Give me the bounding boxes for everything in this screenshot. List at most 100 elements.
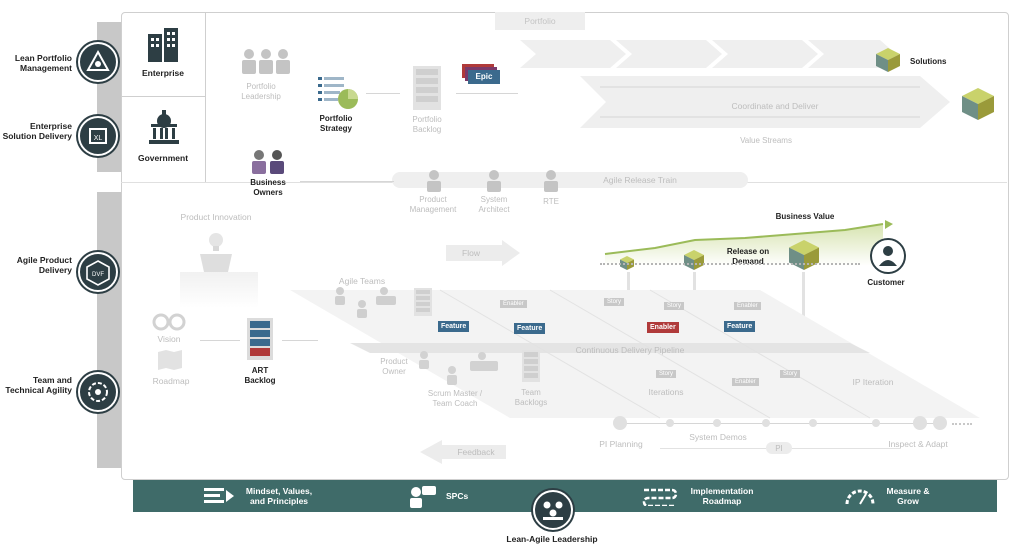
timeline-dot-3 bbox=[762, 419, 770, 427]
feature-badge-1: Feature bbox=[438, 321, 470, 332]
arrow-epic-streams bbox=[456, 93, 518, 94]
art-backlog-label: ART Backlog bbox=[244, 366, 276, 385]
art-label: Agile Release Train bbox=[603, 175, 677, 185]
mindset-label: Mindset, Values, and Principles bbox=[245, 486, 313, 506]
pi-label: PI bbox=[775, 444, 783, 453]
timeline-dot-5 bbox=[872, 419, 880, 427]
portfolio-backlog-icon bbox=[413, 66, 441, 110]
feature-badge-3: Feature bbox=[724, 321, 756, 332]
product-management-label: Product Management bbox=[409, 195, 457, 214]
roadmap-icon bbox=[158, 350, 182, 370]
enterprise-box bbox=[121, 12, 206, 97]
release-cube-large bbox=[789, 240, 819, 270]
svg-text:DVF: DVF bbox=[92, 272, 104, 278]
esd-icon: XL bbox=[78, 116, 118, 156]
portfolio-strategy-icon bbox=[318, 77, 358, 109]
flow-arrow bbox=[446, 240, 520, 266]
timeline-dot-4 bbox=[809, 419, 817, 427]
solutions-cube-large bbox=[962, 88, 994, 120]
arrow-vision-art bbox=[200, 340, 240, 341]
rte-label: RTE bbox=[543, 197, 559, 206]
enabler-small-3: Enabler bbox=[732, 378, 759, 386]
enterprise-icon bbox=[148, 28, 178, 62]
inspect-adapt-dot bbox=[913, 416, 927, 430]
agile-teams-icon bbox=[335, 287, 396, 318]
business-owners-label: Business Owners bbox=[250, 178, 286, 197]
enabler-small-2: Enabler bbox=[734, 302, 761, 310]
agile-teams-label: Agile Teams bbox=[338, 276, 386, 286]
story-small-2: Story bbox=[664, 302, 685, 310]
cdp-label: Continuous Delivery Pipeline bbox=[575, 345, 685, 355]
feedback-label: Feedback bbox=[457, 447, 495, 457]
business-value-label: Business Value bbox=[775, 212, 835, 221]
release-on-demand-label: Release on Demand bbox=[726, 247, 770, 266]
pi-play-end bbox=[933, 416, 947, 430]
release-dots-line bbox=[600, 263, 860, 265]
epic-badge: Epic bbox=[468, 70, 500, 84]
up-arrow-3 bbox=[802, 272, 805, 334]
tta-label: Team and Technical Agility bbox=[5, 375, 72, 395]
tta-icon bbox=[78, 372, 118, 412]
iterations-label: Iterations bbox=[648, 387, 684, 397]
product-innovation-label: Product Innovation bbox=[180, 212, 252, 222]
measure-label: Measure & Grow bbox=[886, 486, 930, 506]
portfolio-leadership-label: Portfolio Leadership bbox=[241, 82, 281, 101]
team-backlogs-icon bbox=[522, 350, 540, 382]
release-cube-medium bbox=[684, 250, 704, 270]
pi-planning-label: PI Planning bbox=[599, 439, 643, 449]
portfolio-backlog-label: Portfolio Backlog bbox=[412, 115, 442, 134]
enterprise-label: Enterprise bbox=[141, 68, 185, 78]
enabler-badge: Enabler bbox=[647, 322, 679, 333]
implementation-label: Implementation Roadmap bbox=[690, 486, 754, 506]
story-small-3: Story bbox=[656, 370, 677, 378]
esd-label: Enterprise Solution Delivery bbox=[2, 121, 72, 141]
apd-icon: DVF bbox=[78, 252, 118, 292]
lpm-icon bbox=[78, 42, 118, 82]
feature-badge-2: Feature bbox=[514, 323, 546, 334]
inspect-adapt-label: Inspect & Adapt bbox=[888, 439, 948, 449]
innovation-beam bbox=[180, 272, 258, 308]
arrow-strategy-backlog bbox=[366, 93, 400, 94]
system-demos-label: System Demos bbox=[689, 432, 747, 442]
art-band bbox=[392, 172, 748, 188]
timeline-dots-tail bbox=[952, 423, 972, 425]
product-management-icon bbox=[427, 170, 441, 192]
roadmap-label: Roadmap bbox=[152, 376, 190, 386]
rte-icon bbox=[544, 170, 558, 192]
product-owner-label: Product Owner bbox=[380, 357, 408, 376]
portfolio-label: Portfolio bbox=[524, 16, 556, 26]
solutions-label: Solutions bbox=[910, 57, 947, 66]
pi-pill bbox=[766, 442, 792, 454]
art-line bbox=[300, 181, 394, 182]
government-icon bbox=[149, 110, 179, 144]
team-backlogs-label: Team Backlogs bbox=[514, 388, 548, 407]
system-architect-label: System Architect bbox=[478, 195, 510, 214]
story-small-4: Story bbox=[780, 370, 801, 378]
customer-icon bbox=[870, 238, 906, 274]
story-small-1: Story bbox=[604, 298, 625, 306]
art-backlog-icon bbox=[247, 318, 273, 360]
spcs-label: SPCs bbox=[446, 491, 469, 501]
timeline-line bbox=[620, 423, 940, 424]
system-architect-icon bbox=[487, 170, 501, 192]
coordinate-label: Coordinate and Deliver bbox=[731, 101, 819, 111]
customer-label: Customer bbox=[867, 278, 905, 287]
timeline-dot-1 bbox=[666, 419, 674, 427]
value-streams-label: Value Streams bbox=[740, 136, 792, 145]
apd-label: Agile Product Delivery bbox=[16, 255, 72, 275]
team-people-icon bbox=[419, 351, 498, 385]
measure-icon bbox=[845, 489, 875, 505]
left-bar-bottom bbox=[97, 192, 123, 468]
scrum-master-label: Scrum Master / Team Coach bbox=[427, 389, 483, 408]
portfolio-strategy-label: Portfolio Strategy bbox=[319, 114, 353, 133]
leadership-icon bbox=[533, 490, 573, 530]
flow-label: Flow bbox=[462, 248, 480, 258]
mindset-icon bbox=[204, 488, 234, 503]
enabler-small-1: Enabler bbox=[500, 300, 527, 308]
agile-teams-backlog-icon bbox=[414, 288, 432, 316]
government-box bbox=[121, 96, 206, 182]
pi-play-start bbox=[613, 416, 627, 430]
value-streams-graphic bbox=[520, 40, 950, 128]
business-owners-icon bbox=[252, 150, 284, 174]
innovation-icon bbox=[200, 233, 232, 272]
